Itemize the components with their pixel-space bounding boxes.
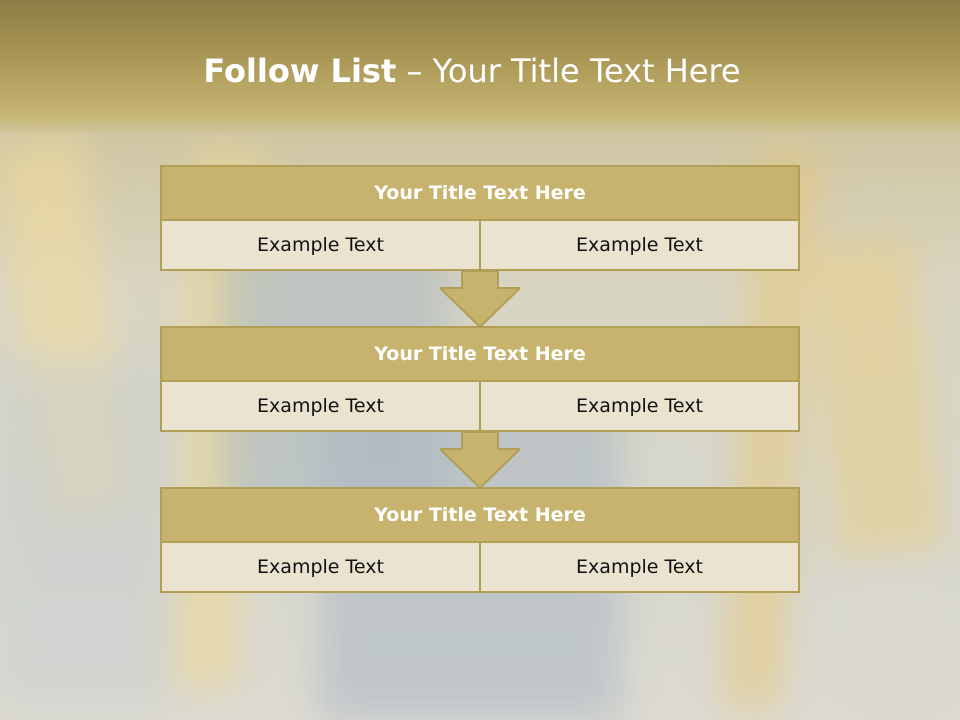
page-title: Follow List – Your Title Text Here — [0, 52, 944, 90]
block-title: Your Title Text Here — [160, 165, 800, 221]
title-bold: Follow List — [203, 52, 397, 90]
header-band — [0, 0, 960, 135]
block-cell-left: Example Text — [257, 395, 384, 417]
down-arrow-icon — [440, 431, 520, 489]
block-title: Your Title Text Here — [160, 326, 800, 382]
block-cell-right: Example Text — [479, 221, 798, 269]
block-cell-left: Example Text — [257, 234, 384, 256]
block-title: Your Title Text Here — [160, 487, 800, 543]
list-block-3: Your Title Text Here Example Text Exampl… — [160, 487, 800, 593]
block-row: Example Text Example Text — [160, 382, 800, 432]
block-row: Example Text Example Text — [160, 221, 800, 271]
block-cell-left: Example Text — [257, 556, 384, 578]
block-cell-right: Example Text — [479, 543, 798, 591]
down-arrow-icon — [440, 270, 520, 328]
title-rest: – Your Title Text Here — [396, 52, 741, 90]
list-block-1: Your Title Text Here Example Text Exampl… — [160, 165, 800, 271]
list-block-2: Your Title Text Here Example Text Exampl… — [160, 326, 800, 432]
block-row: Example Text Example Text — [160, 543, 800, 593]
block-cell-right: Example Text — [479, 382, 798, 430]
